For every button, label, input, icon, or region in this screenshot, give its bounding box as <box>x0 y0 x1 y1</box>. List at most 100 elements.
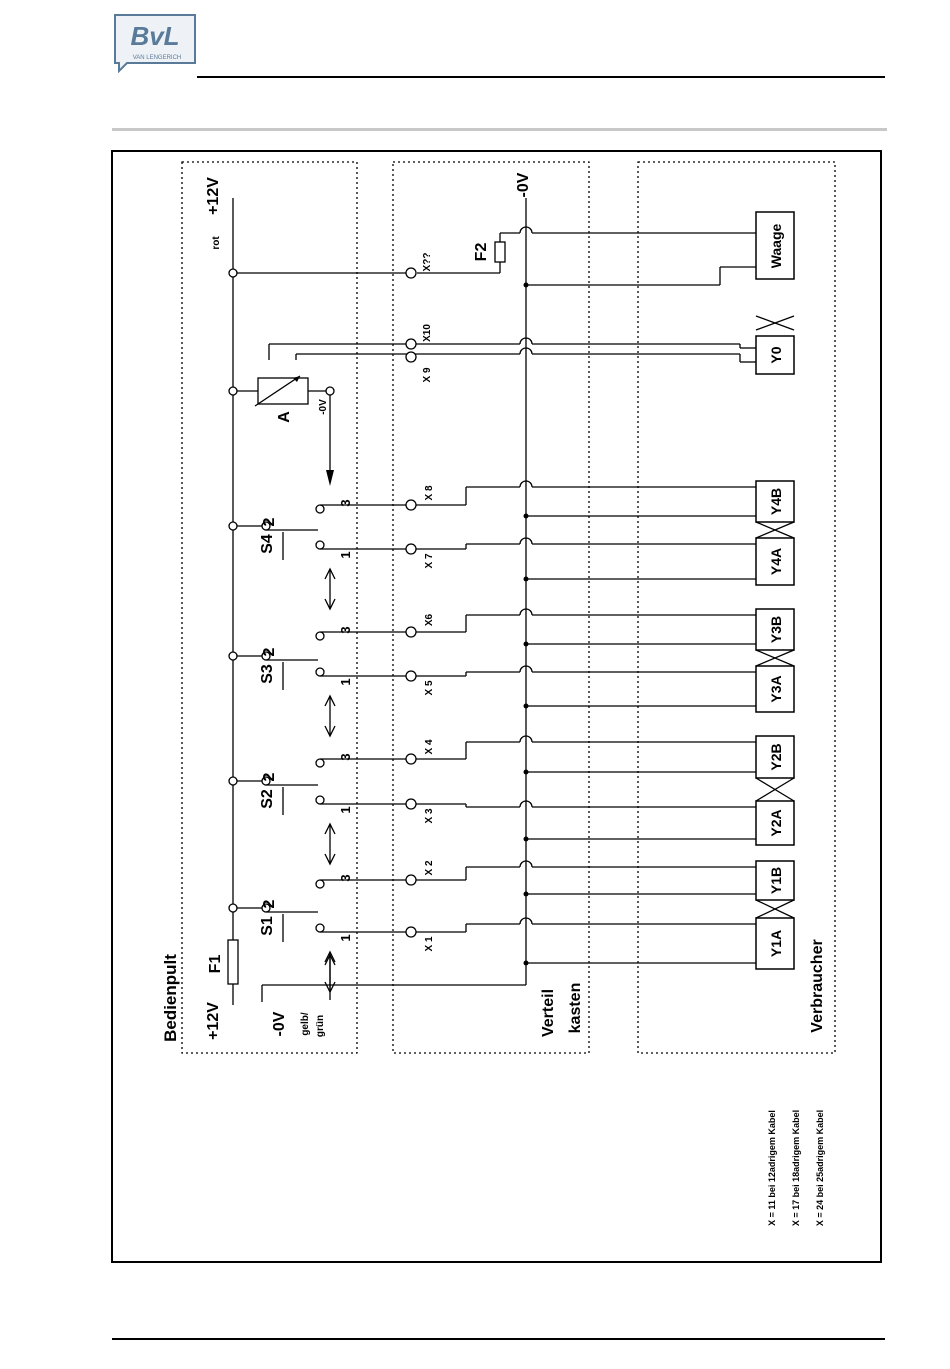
cable-note: X = 11 bei 12adrigem Kabel <box>767 1110 777 1226</box>
label-plus12v-left: +12V <box>205 1002 222 1040</box>
junction-dot <box>523 513 529 519</box>
y0-box <box>755 335 795 375</box>
label-gelb: gelb/ <box>300 1012 311 1036</box>
section-title-verbraucher: Verbraucher <box>809 939 826 1032</box>
pin-label-2: 2 <box>261 647 278 656</box>
consumer-box-y2b <box>755 735 795 779</box>
terminal-x6 <box>405 626 417 638</box>
valve-icon <box>755 521 795 539</box>
pin-label-3: 3 <box>338 626 353 633</box>
junction-dot <box>523 891 529 897</box>
header-bar <box>112 128 887 131</box>
switch-label-s4: S4 <box>259 534 276 554</box>
header-divider <box>197 76 885 78</box>
pin-label-2: 2 <box>261 899 278 908</box>
consumer-box-y2a <box>755 800 795 846</box>
pin-label-3: 3 <box>338 499 353 506</box>
switch-contact-1 <box>315 667 325 677</box>
terminal-x5 <box>405 670 417 682</box>
diagram-frame <box>111 150 882 1263</box>
waage-label: Waage <box>768 223 784 268</box>
terminal-x8 <box>405 499 417 511</box>
label-minus0v-top: -0V <box>515 172 532 197</box>
switch-contact-1 <box>315 540 325 550</box>
consumer-label-y1a: Y1A <box>768 930 784 957</box>
pin-label-3: 3 <box>338 874 353 881</box>
terminal-x10 <box>405 338 417 350</box>
junction-dot <box>523 769 529 775</box>
consumer-box-y4b <box>755 480 795 523</box>
terminal-xq <box>405 267 417 279</box>
consumer-box-y3a <box>755 665 795 713</box>
cable-note: X = 24 bei 25adrigem Kabel <box>815 1110 825 1226</box>
pin-label-2: 2 <box>261 517 278 526</box>
label-terminal-x10: X10 <box>422 324 433 342</box>
verteilkasten-box <box>392 161 590 1054</box>
consumer-label-y4b: Y4B <box>768 488 784 515</box>
pin-label-3: 3 <box>338 753 353 760</box>
pin-label-1: 1 <box>338 806 353 813</box>
junction-dot <box>523 960 529 966</box>
terminal-label-x8: X 8 <box>424 485 435 500</box>
label-gruen: grün <box>315 1015 326 1037</box>
y0-label: Y0 <box>768 346 784 363</box>
terminal-x1 <box>405 926 417 938</box>
terminal-label-x4: X 4 <box>424 739 435 754</box>
label-minus0v-amp: -0V <box>318 399 329 415</box>
label-plus12v-top: +12V <box>205 177 222 215</box>
junction-dot <box>523 641 529 647</box>
switch-contact-3 <box>315 504 325 514</box>
consumer-box-y1a <box>755 917 795 970</box>
consumer-label-y3b: Y3B <box>768 616 784 643</box>
section-title-verteil: Verteil <box>540 989 557 1037</box>
waage-box <box>755 211 795 280</box>
junction-node <box>228 776 238 786</box>
junction-node <box>228 521 238 531</box>
wire-crossover <box>519 226 533 234</box>
footer-divider <box>112 1338 885 1340</box>
cable-notes: X = 11 bei 12adrigem Kabel X = 17 bei 18… <box>767 1110 825 1226</box>
wire-crossover <box>519 347 533 355</box>
valve-icon <box>755 899 795 919</box>
fuse-f1 <box>227 939 239 985</box>
section-title-bedienpult: Bedienpult <box>161 954 180 1042</box>
switch-contact-3 <box>315 631 325 641</box>
switch-label-s3: S3 <box>259 664 276 684</box>
consumer-label-y2a: Y2A <box>768 809 784 836</box>
switch-contact-3 <box>315 879 325 889</box>
consumer-label-y1b: Y1B <box>768 867 784 894</box>
cable-note: X = 17 bei 18adrigem Kabel <box>791 1110 801 1226</box>
junction-node <box>228 386 238 396</box>
terminal-x2 <box>405 874 417 886</box>
y0-valve-icon <box>755 315 795 331</box>
junction-node <box>228 268 238 278</box>
switch-label-s2: S2 <box>259 789 276 809</box>
junction-node <box>228 651 238 661</box>
consumer-box-y1b <box>755 860 795 901</box>
consumer-label-y4a: Y4A <box>768 548 784 575</box>
terminal-label-x1: X 1 <box>424 936 435 951</box>
junction-dot <box>523 836 529 842</box>
pin-label-1: 1 <box>338 934 353 941</box>
terminal-x4 <box>405 753 417 765</box>
consumer-label-y3a: Y3A <box>768 675 784 702</box>
terminal-label-x7: X 7 <box>424 553 435 568</box>
junction-node <box>228 903 238 913</box>
consumer-label-y2b: Y2B <box>768 743 784 770</box>
switch-contact-1 <box>315 923 325 933</box>
logo-subtitle: VAN LENGERICH <box>133 55 182 61</box>
section-title-kasten: kasten <box>567 983 584 1034</box>
wire-crossover <box>519 337 533 345</box>
switch-contact-1 <box>315 795 325 805</box>
verbraucher-box <box>637 161 836 1054</box>
terminal-x9 <box>405 351 417 363</box>
switch-label-s1: S1 <box>259 916 276 936</box>
valve-icon <box>755 777 795 802</box>
label-f1: F1 <box>207 955 224 974</box>
junction-dot <box>523 703 529 709</box>
label-amplifier: A <box>276 411 293 423</box>
pin-label-1: 1 <box>338 551 353 558</box>
pin-label-2: 2 <box>261 772 278 781</box>
